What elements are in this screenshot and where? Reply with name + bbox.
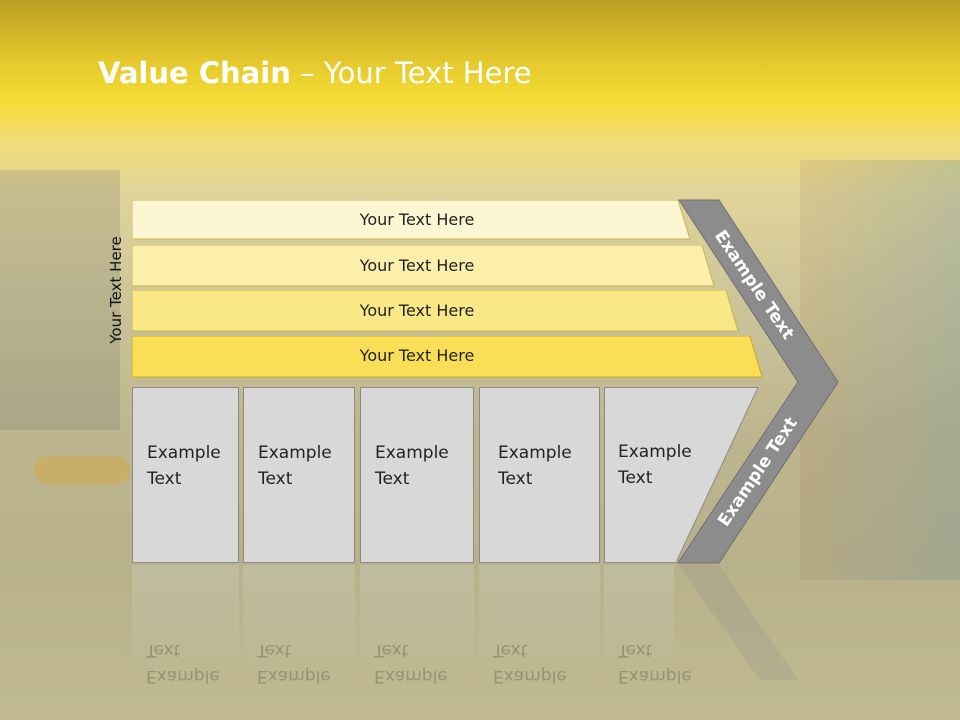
title-bold: Value Chain — [98, 56, 291, 90]
background-guitar — [34, 456, 130, 484]
row-label: Your Text Here — [359, 346, 475, 365]
row-label: Your Text Here — [359, 301, 475, 320]
background-buildings — [0, 170, 120, 430]
slide-title: Value Chain – Your Text Here — [98, 56, 532, 90]
row-label: Your Text Here — [359, 210, 475, 229]
background-graffiti — [800, 160, 960, 580]
title-rest: – Your Text Here — [290, 56, 532, 90]
side-label: Your Text Here — [107, 236, 125, 344]
chevron-reflection — [678, 565, 798, 680]
row-label: Your Text Here — [359, 256, 475, 275]
